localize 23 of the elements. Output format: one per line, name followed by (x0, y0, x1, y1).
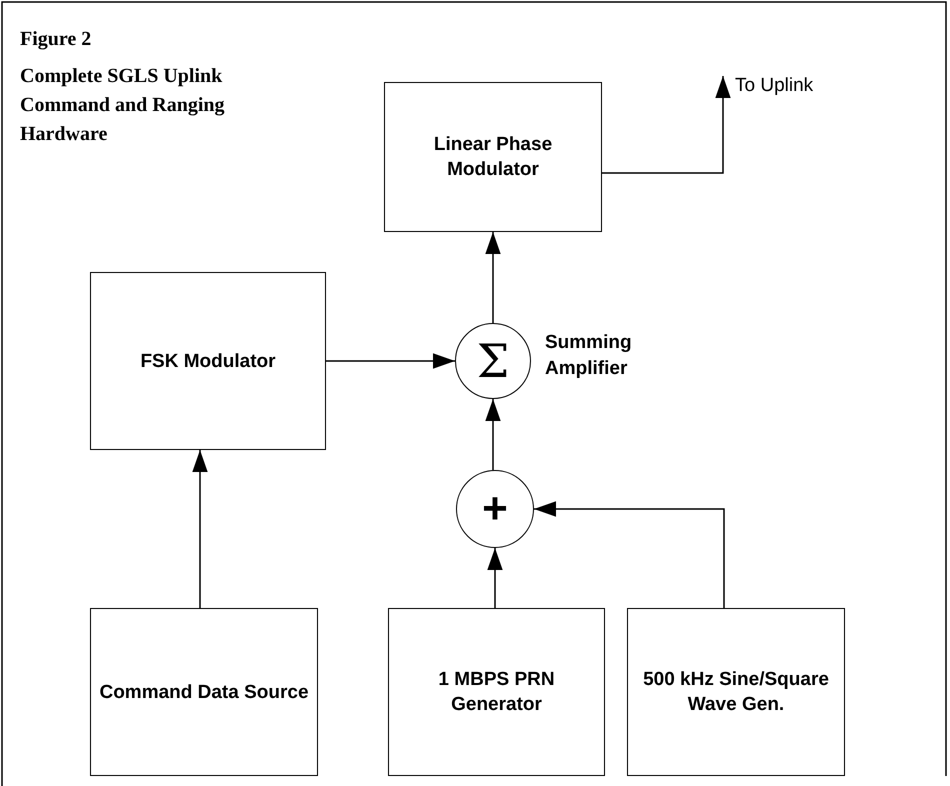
box-label: Command Data Source (98, 680, 310, 704)
box-label: Linear Phase Modulator (432, 133, 554, 182)
output-label: To Uplink (716, 74, 846, 104)
arrow (487, 548, 503, 608)
process-box (90, 272, 326, 450)
process-box (90, 608, 318, 776)
process-box (384, 82, 602, 232)
node-caption: Summing Amplifier (545, 331, 633, 381)
operator-symbol: + (482, 487, 508, 531)
arrow (192, 450, 208, 608)
arrow (326, 353, 455, 369)
process-box (388, 608, 605, 776)
box-label: 500 kHz Sine/Square Wave Gen. (642, 668, 830, 717)
operator-symbol: Σ (476, 338, 510, 384)
arrow (534, 501, 725, 608)
arrow (485, 399, 501, 470)
figure-title: Complete SGLS Uplink Command and Ranging Hardware (20, 64, 226, 147)
arrow (485, 232, 501, 323)
process-box (627, 608, 845, 776)
arrow (602, 76, 731, 174)
box-label: 1 MBPS PRN Generator (437, 668, 556, 717)
box-label: FSK Modulator (139, 350, 277, 374)
figure-number: Figure 2 (20, 28, 92, 51)
